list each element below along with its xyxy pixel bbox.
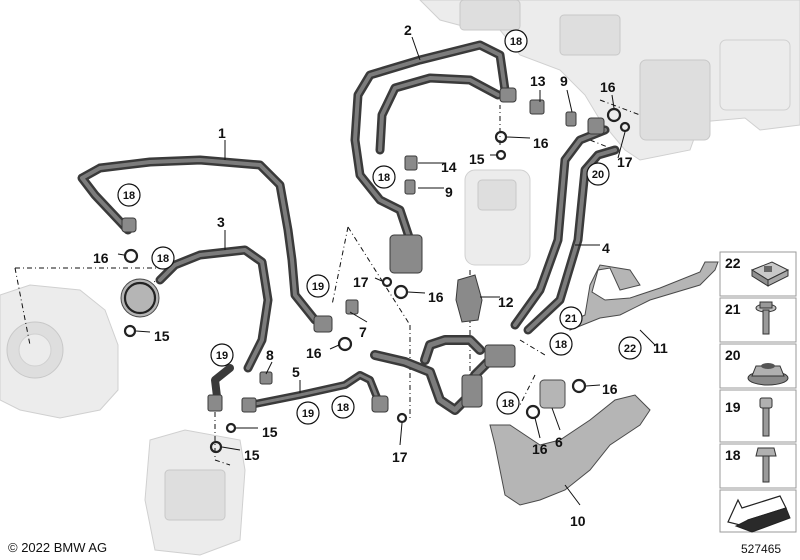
callout: 16: [306, 345, 322, 361]
circled-callout: 18: [549, 332, 573, 356]
svg-text:18: 18: [337, 402, 349, 414]
circled-callouts: 18 18 18 18 18 18 18 19 19 19 20 21 22: [117, 29, 642, 425]
valve-block: [389, 234, 423, 274]
callout: 17: [617, 154, 633, 170]
circled-callout: 18: [117, 183, 141, 207]
dryer-cap: [120, 278, 160, 318]
callout: 8: [266, 347, 274, 363]
parts: [120, 87, 719, 506]
flange-screw-icon: [755, 301, 777, 335]
svg-text:19: 19: [312, 281, 324, 293]
svg-text:18: 18: [157, 253, 169, 265]
svg-text:18: 18: [725, 447, 741, 463]
callout: 10: [570, 513, 586, 529]
callout: 16: [532, 441, 548, 457]
circled-callout: 18: [331, 395, 355, 419]
svg-text:18: 18: [555, 339, 567, 351]
callout: 16: [428, 289, 444, 305]
svg-text:19: 19: [302, 408, 314, 420]
callout: 15: [262, 424, 278, 440]
callout: 12: [498, 294, 514, 310]
svg-text:21: 21: [725, 301, 741, 317]
refrigerant-hoses: [77, 40, 620, 415]
svg-text:20: 20: [592, 169, 604, 181]
callout: 2: [404, 22, 412, 38]
diagram-number: 527465: [741, 542, 782, 556]
bolt-icon: [759, 397, 773, 437]
callout: 6: [555, 434, 563, 450]
connection-lines: [14, 99, 641, 466]
circled-callout: 21: [559, 306, 583, 330]
legend-item-20: 20: [719, 343, 797, 389]
svg-text:18: 18: [378, 172, 390, 184]
callout: 4: [602, 240, 610, 256]
callout: 15: [154, 328, 170, 344]
callout: 17: [353, 274, 369, 290]
circled-callout: 19: [296, 401, 320, 425]
svg-text:20: 20: [725, 347, 741, 363]
callout: 15: [244, 447, 260, 463]
callout: 13: [530, 73, 546, 89]
svg-text:18: 18: [510, 36, 522, 48]
circled-callout: 18: [504, 29, 528, 53]
circled-callout: 19: [210, 343, 234, 367]
callout: 15: [469, 151, 485, 167]
callout: 11: [653, 340, 668, 356]
svg-text:21: 21: [565, 313, 577, 325]
legend-item-arrow: [719, 489, 797, 533]
svg-text:22: 22: [624, 343, 636, 355]
callout: 14: [441, 159, 457, 175]
fastener-legend: 22 21 20: [719, 251, 797, 533]
legend-item-22: 22: [719, 251, 797, 297]
svg-text:22: 22: [725, 255, 741, 271]
connector-6: [539, 379, 566, 409]
callout: 5: [292, 364, 300, 380]
legend-item-18: 18: [719, 443, 797, 489]
bracket-11: [569, 261, 719, 331]
circled-callout: 20: [586, 162, 610, 186]
callout: 16: [602, 381, 618, 397]
legend-item-21: 21: [719, 297, 797, 343]
callout: 1: [218, 125, 226, 141]
callout: 7: [359, 324, 367, 340]
callout: 9: [560, 73, 568, 89]
circled-callout: 18: [151, 246, 175, 270]
svg-text:19: 19: [725, 399, 741, 415]
bracket-10: [489, 394, 651, 506]
circled-callout: 22: [618, 336, 642, 360]
callout-labels: 1 2 3 4 5 6 7 8 9 9 10 11 12 13 14 15 15…: [93, 22, 668, 529]
hex-nut-icon: [747, 363, 789, 386]
callout: 16: [600, 79, 616, 95]
circled-callout: 18: [496, 391, 520, 415]
leader-lines: [117, 36, 656, 506]
svg-text:18: 18: [123, 190, 135, 202]
copyright-text: © 2022 BMW AG: [8, 540, 108, 555]
svg-text:18: 18: [502, 398, 514, 410]
callout: 3: [217, 214, 225, 230]
svg-text:19: 19: [216, 350, 228, 362]
circled-callout: 19: [306, 274, 330, 298]
callout: 17: [392, 449, 408, 465]
circled-callout: 18: [372, 165, 396, 189]
callout: 16: [93, 250, 109, 266]
callout: 9: [445, 184, 453, 200]
legend-item-19: 19: [719, 389, 797, 443]
arrow-icon: [727, 495, 791, 533]
clip-nut-icon: [750, 261, 790, 287]
callout: 16: [533, 135, 549, 151]
pressure-sensor: [404, 155, 418, 171]
clamp-12: [455, 274, 483, 323]
hex-bolt-icon: [755, 447, 777, 483]
